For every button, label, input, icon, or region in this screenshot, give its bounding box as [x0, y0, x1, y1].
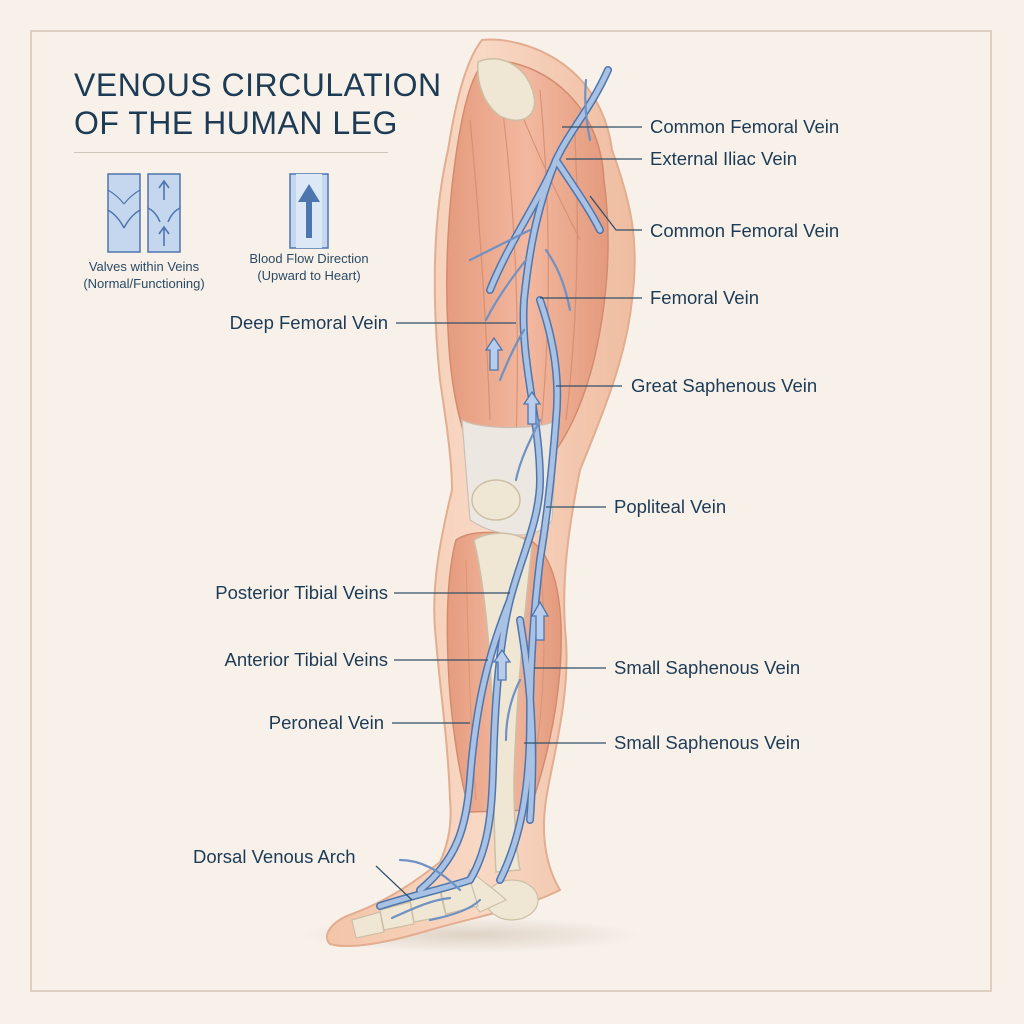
vein-network	[376, 66, 612, 922]
legend-flow-caption: Blood Flow Direction (Upward to Heart)	[249, 251, 369, 283]
title-divider	[74, 152, 388, 153]
leader-lines	[375, 126, 642, 901]
label-peroneal-vein: Peroneal Vein	[268, 712, 384, 733]
label-great-saphenous-vein: Great Saphenous Vein	[631, 375, 818, 396]
label-posterior-tibial-veins: Posterior Tibial Veins	[215, 582, 388, 603]
vein-valve-icon	[107, 173, 181, 253]
label-small-saphenous-vein-2: Small Saphenous Vein	[614, 732, 801, 753]
pelvis-bone	[477, 58, 536, 121]
legend-valves-caption: Valves within Veins (Normal/Functioning)	[83, 259, 205, 291]
label-common-femoral-vein-top: Common Femoral Vein	[650, 116, 840, 137]
upward-arrow-icon	[289, 173, 329, 249]
label-common-femoral-vein-mid: Common Femoral Vein	[650, 220, 840, 241]
label-popliteal-vein: Popliteal Vein	[614, 496, 727, 517]
label-small-saphenous-vein-1: Small Saphenous Vein	[614, 657, 801, 678]
label-femoral-vein: Femoral Vein	[650, 287, 759, 308]
label-external-iliac-vein: External Iliac Vein	[650, 148, 798, 169]
diagram-title: VENOUS CIRCULATION OF THE HUMAN LEG	[74, 67, 442, 141]
label-deep-femoral-vein: Deep Femoral Vein	[229, 312, 388, 333]
label-dorsal-venous-arch: Dorsal Venous Arch	[193, 846, 356, 867]
label-anterior-tibial-veins: Anterior Tibial Veins	[224, 649, 388, 670]
flow-arrows	[484, 336, 550, 681]
border-frame	[30, 30, 992, 992]
patella	[471, 479, 521, 521]
